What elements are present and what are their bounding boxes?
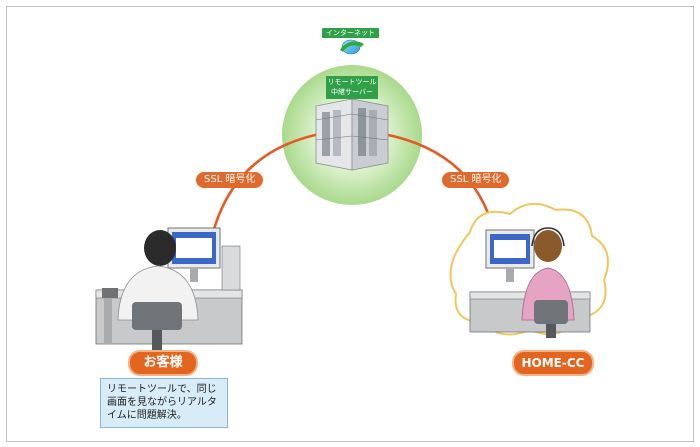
note-line-2: 画面を見ながらリアルタ — [107, 397, 217, 408]
note-line-3: イムに問題解決。 — [107, 410, 187, 421]
note-box: リモートツールで、同じ 画面を見ながらリアルタ イムに問題解決。 — [100, 378, 228, 428]
customer-label: お客様 — [128, 350, 198, 376]
note-line-1: リモートツールで、同じ — [107, 384, 217, 395]
server-rack-icon — [315, 98, 389, 171]
relay-server-label-line2: 中継サーバー — [331, 88, 373, 96]
operator-workstation-illustration — [469, 227, 591, 338]
ssl-right-badge: SSL 暗号化 — [442, 172, 510, 188]
internet-label: インターネット — [322, 28, 379, 38]
ssl-left-badge: SSL 暗号化 — [196, 172, 264, 188]
relay-server-label-line1: リモートツール — [327, 78, 377, 86]
relay-server-label: リモートツール 中継サーバー — [326, 76, 378, 99]
customer-workstation-illustration — [95, 227, 243, 352]
operator-label: HOME-CC — [512, 350, 594, 376]
globe-icon — [340, 39, 364, 55]
left-connection-arc — [208, 131, 326, 246]
